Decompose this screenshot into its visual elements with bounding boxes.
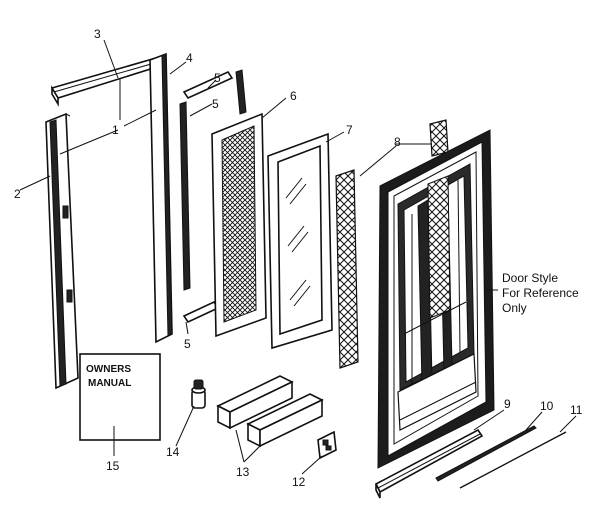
leader-lines [19,39,577,475]
part-7-glass-insert [267,132,333,350]
part-10-rod [435,425,537,482]
part-6-screen-insert [211,112,267,338]
part-8-grille-left [335,169,359,369]
part-12-latch-plate [317,430,337,460]
reference-note: Door Style For Reference Only [502,271,579,315]
label-2: 2 [14,187,21,201]
part-14-cylinder [191,379,206,409]
part-9-bottom-expander [374,428,484,499]
label-1: 1 [112,123,119,137]
part-3-header [50,57,162,107]
part-2-hinge-jamb [45,112,79,390]
label-12: 12 [292,475,306,489]
manual-title-line1: OWNERS [86,364,131,375]
note-line1: Door Style [502,271,558,285]
label-10: 10 [540,399,554,413]
part-15-owners-manual: OWNERS MANUAL [79,353,161,441]
label-11: 11 [570,403,583,417]
note-line3: Only [502,301,527,315]
label-7: 7 [346,123,353,137]
label-15: 15 [106,459,120,473]
label-4: 4 [186,51,193,65]
door-assembly [377,129,495,469]
label-3: 3 [94,27,101,41]
part-5-expander-top [182,70,234,100]
label-14: 14 [166,445,180,459]
part-11-rod [459,431,567,489]
part-8-grille-top [429,119,449,157]
part-5-expander-side [179,69,247,291]
manual-title-line2: MANUAL [88,378,131,389]
label-13: 13 [236,465,250,479]
label-5-top: 5 [214,71,221,85]
note-line2: For Reference [502,286,579,300]
part-5-expander-bottom [182,300,220,324]
label-9: 9 [504,397,511,411]
part-13-block-upper [216,375,294,430]
part-4-latch-jamb [149,52,173,344]
label-5-bottom: 5 [184,337,191,351]
label-8: 8 [394,135,401,149]
label-6: 6 [290,89,297,103]
label-5-side: 5 [212,97,219,111]
part-13-block-lower [246,393,324,448]
